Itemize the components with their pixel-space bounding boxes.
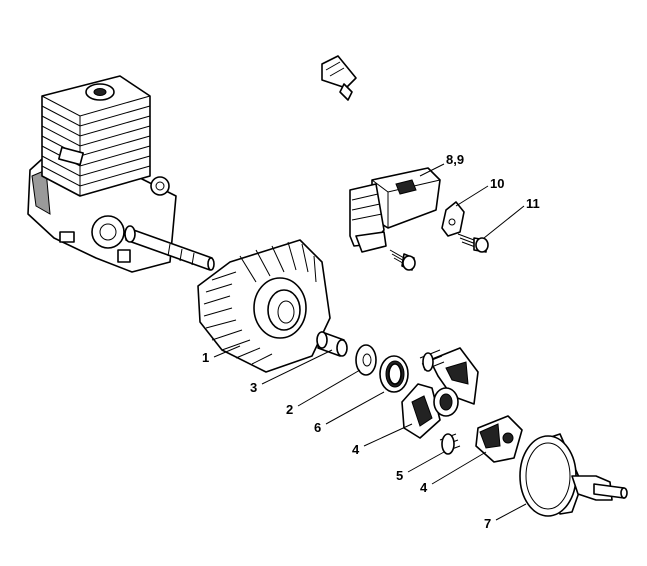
callout-11: 11 [526, 196, 540, 211]
callout-6: 6 [314, 420, 321, 435]
callout-3: 3 [250, 380, 257, 395]
spacer-sleeve [316, 331, 348, 357]
clutch-drum [519, 433, 628, 517]
callout-5: 5 [396, 468, 403, 483]
bracket [441, 201, 465, 237]
flywheel [197, 239, 331, 373]
callout-7: 7 [484, 516, 491, 531]
ignition-module [321, 55, 441, 253]
callout-4-upper: 4 [352, 442, 360, 457]
leader-lines [213, 163, 527, 521]
callout-labels: 1 3 2 6 4 5 4 7 8,9 10 11 [202, 152, 540, 531]
callout-2: 2 [286, 402, 293, 417]
callout-8-9: 8,9 [446, 152, 464, 167]
clutch-shoe-small [475, 415, 523, 463]
screw [457, 233, 489, 253]
callout-10: 10 [490, 176, 504, 191]
callout-4-lower: 4 [420, 480, 428, 495]
clutch-assembly [401, 347, 479, 455]
washer [355, 344, 377, 376]
ring [379, 355, 409, 393]
engine-cylinder [27, 75, 215, 273]
callout-1: 1 [202, 350, 209, 365]
module-screw [389, 249, 416, 271]
